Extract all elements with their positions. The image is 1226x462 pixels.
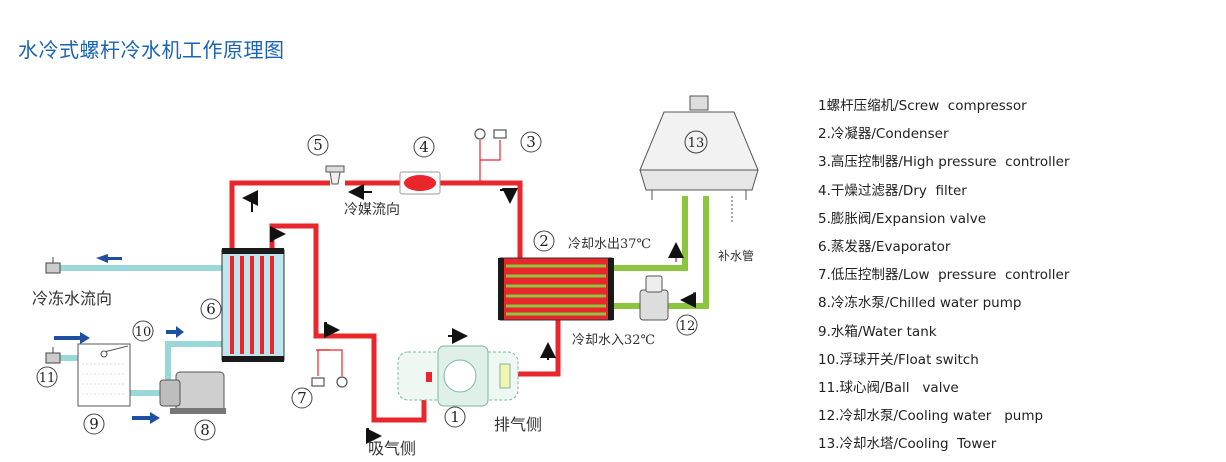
suction-side-label: 吸气侧 <box>368 439 416 458</box>
flow-arrows <box>54 254 184 424</box>
evaporator <box>221 248 285 362</box>
cooling-water-in-label: 冷却水入32℃ <box>572 333 655 348</box>
legend-item: 10.浮球开关/Float switch <box>818 351 979 368</box>
high-pressure-controller <box>474 128 507 183</box>
marker-4: 4 <box>419 138 429 156</box>
expansion-valve <box>325 165 345 185</box>
chilled-water-pipes <box>60 265 222 396</box>
cooling-water-arrows <box>668 242 696 308</box>
cooling-tower <box>639 95 759 224</box>
marker-8: 8 <box>200 421 210 439</box>
marker-12: 12 <box>679 319 696 334</box>
marker-11: 11 <box>39 371 56 386</box>
marker-1: 1 <box>450 408 460 426</box>
legend-item: 12.冷却水泵/Cooling water pump <box>818 408 1044 425</box>
cooling-water-out-label: 冷却水出37℃ <box>568 237 651 252</box>
ball-valve <box>45 257 61 364</box>
marker-6: 6 <box>206 300 216 318</box>
marker-2: 2 <box>539 232 549 250</box>
legend-item: 4.干燥过滤器/Dry filter <box>818 182 967 199</box>
refrigerant-flow-label: 冷媒流向 <box>344 202 400 218</box>
marker-7: 7 <box>297 389 307 407</box>
chilled-water-pump <box>159 371 226 414</box>
legend-item: 9.水箱/Water tank <box>818 323 937 340</box>
component-markers <box>36 130 708 441</box>
water-tank <box>77 343 131 407</box>
legend-item: 3.高压控制器/High pressure controller <box>818 154 1070 171</box>
marker-9: 9 <box>89 415 99 433</box>
low-pressure-controller <box>311 349 348 388</box>
discharge-side-label: 排气侧 <box>494 415 542 434</box>
legend-item: 1螺杆压缩机/Screw compressor <box>818 98 1027 114</box>
component-legend: 1螺杆压缩机/Screw compressor 2.冷凝器/Condenser … <box>818 92 1070 459</box>
page-title: 水冷式螺杆冷水机工作原理图 <box>18 38 285 62</box>
legend-item: 5.膨胀阀/Expansion valve <box>818 210 987 227</box>
refrigerant-direction-arrows <box>242 184 556 444</box>
marker-10: 10 <box>135 325 152 340</box>
legend-item: 2.冷凝器/Condenser <box>818 126 949 143</box>
marker-3: 3 <box>526 133 536 151</box>
screw-compressor <box>397 345 519 407</box>
legend-item: 8.冷冻水泵/Chilled water pump <box>818 295 1022 312</box>
makeup-pipe-label: 补水管 <box>718 248 754 263</box>
chilled-water-flow-label: 冷冻水流向 <box>32 289 112 308</box>
legend-item: 11.球心阀/Ball valve <box>818 380 959 397</box>
marker-5: 5 <box>313 136 323 154</box>
marker-13: 13 <box>688 136 705 151</box>
legend-item: 7.低压控制器/Low pressure controller <box>818 267 1070 284</box>
cooling-water-pump <box>639 275 669 321</box>
legend-item: 6.蒸发器/Evaporator <box>818 239 951 256</box>
condenser <box>498 257 614 321</box>
dry-filter <box>399 171 441 195</box>
legend-item: 13.冷却水塔/Cooling Tower <box>818 436 997 453</box>
